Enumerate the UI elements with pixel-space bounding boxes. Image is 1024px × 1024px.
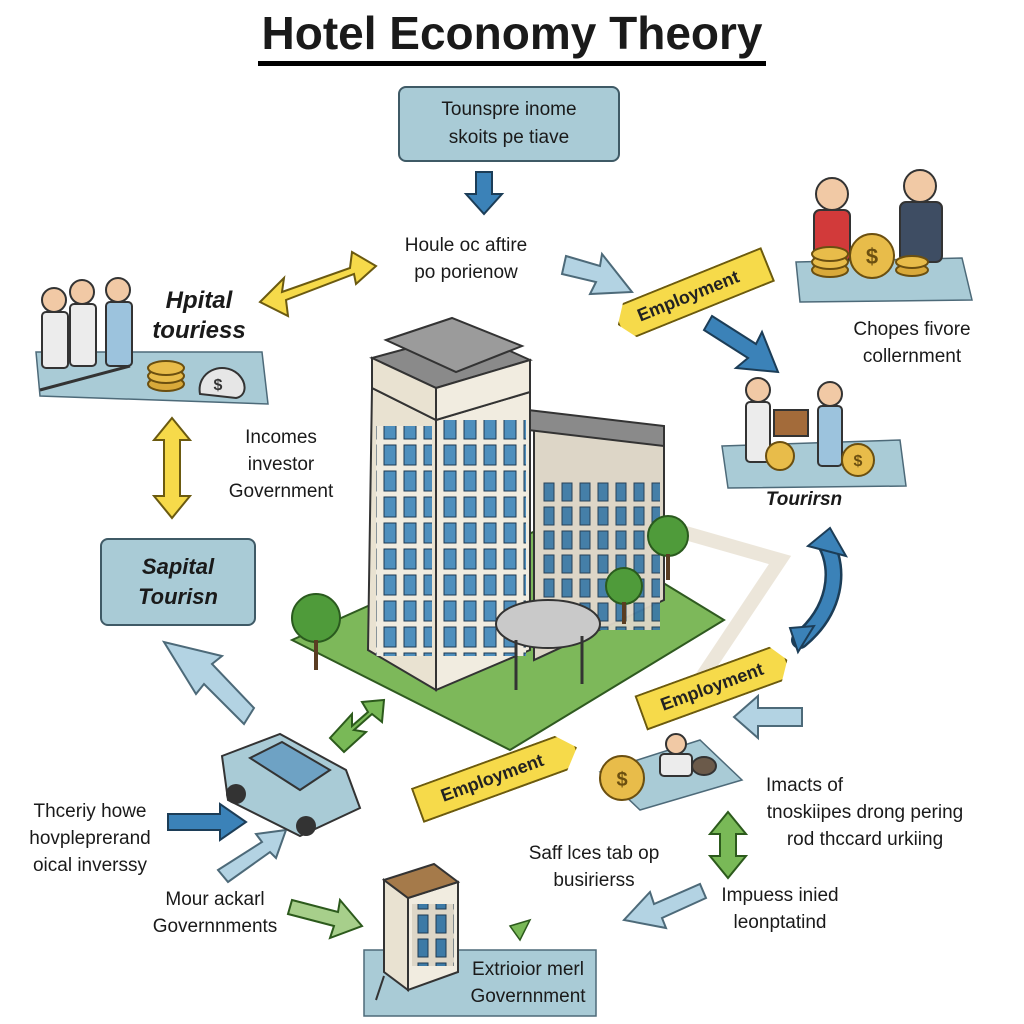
arrow-blue-to-car (167, 802, 248, 842)
left-bottom-line1: Thceriy howe (33, 801, 147, 822)
right-mid-label: Tourirsn (765, 489, 843, 510)
bottom-left-line2: Governnments (152, 916, 278, 937)
arrow-blue-right-down (702, 314, 780, 374)
right-top-line1: Chopes fivore (853, 319, 971, 340)
arrow-top-down (463, 171, 505, 216)
coin-dollar-icon: $ (616, 769, 627, 791)
arrow-light-to-employment (732, 693, 803, 741)
top-box: Tounspre inome skoits pe tiave (398, 86, 620, 162)
bottom-building-line1: Extrioior merl (472, 959, 584, 980)
right-bottom-line3: rod thccard urkiing (786, 829, 944, 850)
left-mid-text: Incomes investor Government (214, 424, 348, 505)
bottom-left-text: Mour ackarl Governnments (140, 886, 290, 940)
bottom-building-line2: Governnment (470, 986, 586, 1007)
arrow-green-bottom-left (286, 897, 364, 940)
car-illustration (220, 732, 362, 838)
left-mid-line3: Government (228, 481, 334, 502)
top-box-line2: skoits pe tiave (448, 127, 570, 148)
left-box: Sapital Tourisn (100, 538, 256, 626)
bottom-left-line1: Mour ackarl (165, 889, 265, 910)
left-top-label: Hpital touriess (144, 286, 254, 346)
right-top-text: Chopes fivore collernment (840, 316, 984, 370)
left-mid-line2: investor (247, 454, 315, 475)
top-center-line2: po porienow (414, 262, 518, 283)
bottom-center-left-line1: Saff lces tab op (528, 843, 660, 864)
bottom-right-line2: leonptatind (733, 912, 827, 933)
bottom-right-line1: Impuess inied (721, 885, 839, 906)
small-government-building (363, 862, 597, 1017)
dollar-icon: $ (866, 244, 878, 269)
left-bottom-text: Thceriy howe hovpleprerand oical inverss… (12, 798, 168, 879)
top-center-text: Houle oc aftire po porienow (376, 232, 556, 286)
left-bottom-line2: hovpleprerand (29, 828, 151, 849)
arrow-yellow-vertical (151, 416, 193, 520)
right-bottom-line1: Imacts of (766, 775, 844, 796)
right-bottom-text: Imacts of tnoskiipes drong pering rod th… (746, 772, 984, 853)
right-bottom-line2: tnoskiipes drong pering (766, 802, 964, 823)
hotel-building-illustration (289, 316, 726, 752)
left-bottom-line3: oical inverssy (32, 855, 148, 876)
people-coins-top-right: $ (795, 169, 973, 303)
arrow-light-left-up (161, 640, 256, 726)
left-top-line2: touriess (152, 317, 246, 344)
arrow-light-diagonal-bottom (216, 828, 288, 884)
top-center-line1: Houle oc aftire (404, 235, 528, 256)
top-box-line1: Tounspre inome (441, 99, 577, 120)
arrow-green-center (328, 698, 386, 754)
person-coin-bottom-right: $ (598, 733, 744, 811)
arrow-light-bottom-right (622, 882, 708, 930)
left-mid-line1: Incomes (245, 427, 317, 448)
title-text: Hotel Economy Theory (257, 7, 767, 66)
right-top-line2: collernment (862, 346, 962, 367)
bottom-right-text: Impuess inied leonptatind (706, 882, 854, 936)
bottom-center-left-line2: busirierss (553, 870, 635, 891)
left-top-line1: Hpital (165, 287, 233, 314)
left-box-line1: Sapital (141, 554, 215, 579)
bottom-building-text: Extrioior merl Governnment (462, 956, 594, 1010)
bottom-center-left-text: Saff lces tab op busirierss (512, 840, 676, 894)
money-bag-icon: $ (214, 377, 223, 394)
arrow-light-top-right (560, 251, 634, 296)
dollar-icon-small: $ (854, 453, 863, 470)
diagram-title: Hotel Economy Theory (0, 6, 1024, 66)
people-tourism-right: $ (721, 377, 907, 489)
arrow-blue-curved-right (788, 526, 849, 655)
people-hospital-left: $ (35, 277, 269, 405)
arrow-green-right-vertical (707, 810, 749, 880)
left-box-line2: Tourisn (138, 584, 218, 609)
arrow-yellow-top-left (258, 250, 378, 318)
